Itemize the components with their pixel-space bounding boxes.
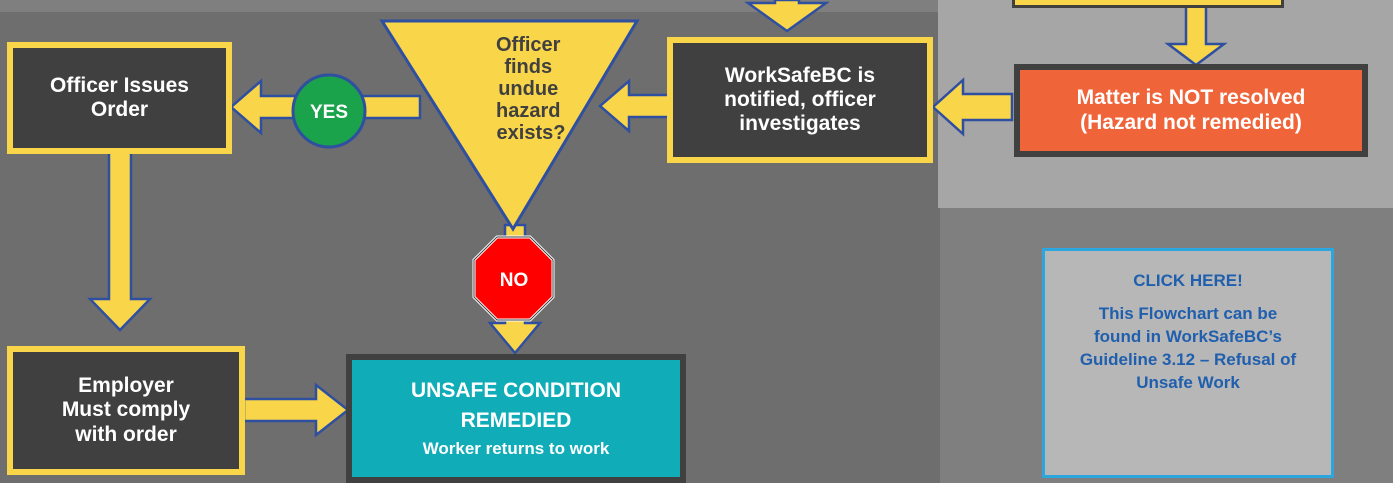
employer-comply-box: Employer Must comply with order [7,346,245,475]
unsafe-condition-line1: UNSAFE CONDITION [411,378,621,402]
unsafe-condition-box: UNSAFE CONDITION REMEDIED Worker returns… [346,354,686,483]
officer-issues-order-box: Officer Issues Order [7,42,232,154]
officer-issues-order-text: Officer Issues Order [50,73,189,121]
unsafe-condition-line3: Worker returns to work [422,438,610,458]
matter-not-resolved-box: Matter is NOT resolved (Hazard not remed… [1014,64,1368,157]
click-here-title: CLICK HERE! [1133,271,1243,290]
arrow-right-down [1164,4,1228,67]
worksafebc-notified-text: WorkSafeBC is notified, officer investig… [724,63,876,136]
decision-triangle [379,19,640,232]
arrow-order-down [87,150,153,332]
yes-circle [291,73,367,149]
employer-comply-text: Employer Must comply with order [61,374,191,446]
arrow-top-down [744,0,830,33]
yes-label: YES [310,102,348,123]
click-here-body: This Flowchart can be found in WorkSafeB… [1079,304,1297,392]
decision-text: Officer finds undue hazard exists? [496,34,566,144]
unsafe-condition-line2: REMEDIED [460,408,572,432]
arrow-to-worksafebc [931,77,1014,137]
no-label: NO [500,270,529,291]
top-right-box-partial [1012,0,1284,8]
matter-not-resolved-line1: Matter is NOT resolved [1076,86,1306,110]
arrow-employer-right [242,382,351,438]
matter-not-resolved-line2: (Hazard not remedied) [1080,110,1302,134]
worksafebc-notified-box: WorkSafeBC is notified, officer investig… [667,37,933,163]
arrow-to-decision [598,78,671,134]
click-here-link[interactable]: CLICK HERE! This Flowchart can be found … [1042,248,1334,478]
